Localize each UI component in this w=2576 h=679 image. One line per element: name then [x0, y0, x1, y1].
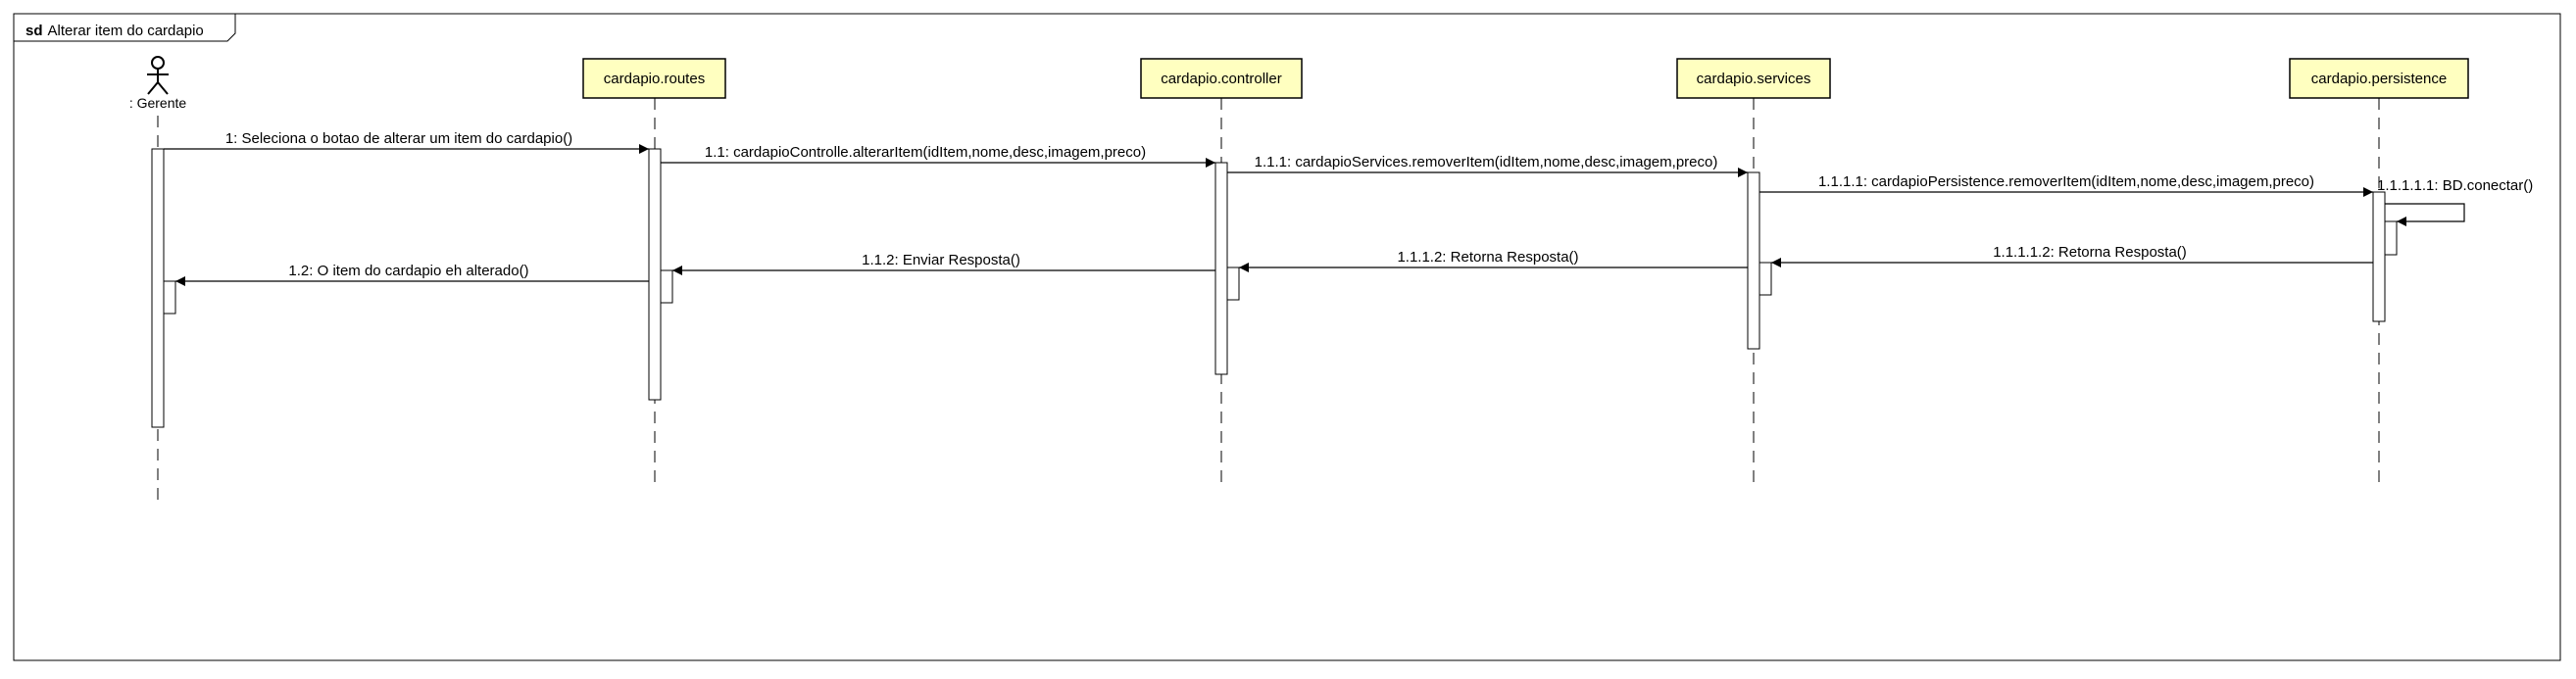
- message-label-1-1-1-1-2: 1.1.1.1.2: Retorna Resposta(): [1993, 244, 2187, 261]
- frame-border: [13, 13, 2561, 661]
- activation-services-return: [1759, 262, 1772, 296]
- message-label-1-1: 1.1: cardapioControlle.alterarItem(idIte…: [705, 144, 1146, 161]
- message-label-1-1-1-1: 1.1.1.1: cardapioPersistence.removerItem…: [1818, 173, 2314, 190]
- message-label-1-1-1: 1.1.1: cardapioServices.removerItem(idIt…: [1255, 154, 1718, 170]
- activation-controller: [1214, 162, 1228, 375]
- activation-gerente-return: [163, 280, 176, 315]
- message-label-1: 1: Seleciona o botao de alterar um item …: [225, 130, 572, 147]
- message-label-1-1-1-2: 1.1.1.2: Retorna Resposta(): [1397, 249, 1578, 266]
- actor-gerente: : Gerente: [129, 56, 187, 111]
- activation-routes: [648, 148, 662, 401]
- lifeline-head-services: cardapio.services: [1676, 58, 1831, 99]
- actor-name: : Gerente: [129, 95, 187, 111]
- frame-title: sd Alterar item do cardapio: [25, 23, 204, 39]
- activation-routes-return: [660, 269, 673, 304]
- activation-persistence-self: [2384, 220, 2398, 256]
- lifeline-label: cardapio.services: [1697, 71, 1811, 87]
- lifeline-label: cardapio.persistence: [2311, 71, 2447, 87]
- message-label-1-2: 1.2: O item do cardapio eh alterado(): [288, 263, 528, 279]
- lifeline-head-persistence: cardapio.persistence: [2289, 58, 2469, 99]
- message-label-conectar: 1.1.1.1.1: BD.conectar(): [2377, 177, 2533, 194]
- lifeline-head-controller: cardapio.controller: [1140, 58, 1303, 99]
- lifeline-label: cardapio.controller: [1161, 71, 1281, 87]
- frame-tab: [13, 14, 236, 42]
- lifeline-label: cardapio.routes: [604, 71, 705, 87]
- activation-services: [1747, 171, 1760, 350]
- activation-persistence: [2372, 191, 2386, 322]
- activation-gerente: [151, 148, 165, 428]
- stick-figure-icon: [147, 56, 169, 95]
- frame-name: Alterar item do cardapio: [48, 23, 204, 39]
- message-arrow-self-conectar: [2385, 203, 2465, 226]
- frame-keyword: sd: [25, 23, 43, 39]
- lifeline-head-routes: cardapio.routes: [582, 58, 726, 99]
- activation-controller-return: [1226, 267, 1240, 301]
- message-label-1-1-2: 1.1.2: Enviar Resposta(): [862, 252, 1020, 268]
